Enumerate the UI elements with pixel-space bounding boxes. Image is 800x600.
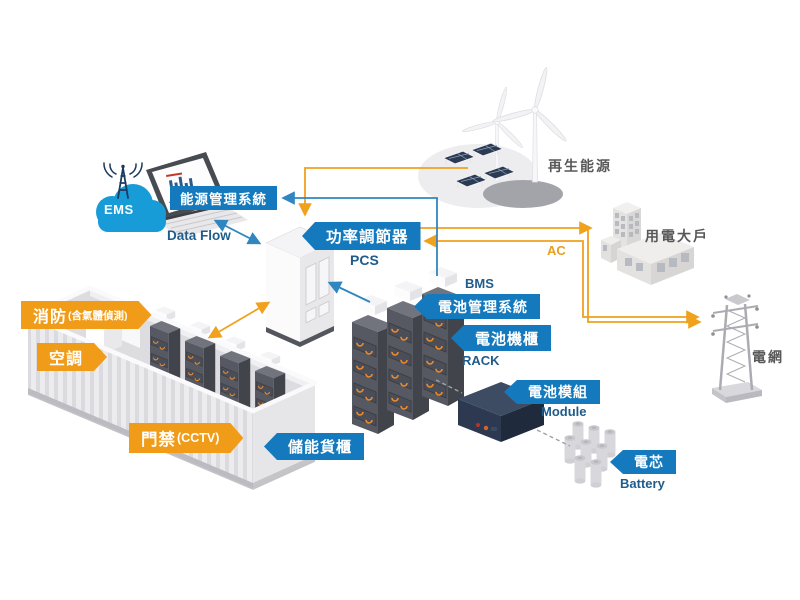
fire-protection-detail: (含氣體偵測): [68, 309, 128, 322]
pcs-badge: 功率調節器: [302, 222, 421, 250]
data-lines-blue: [213, 191, 438, 303]
module-abbr-label: Module: [541, 404, 587, 419]
fire-protection-badge: 消防(含氣體偵測): [21, 301, 152, 329]
access-control-badge: 門禁(CCTV): [129, 423, 243, 453]
battery-cells-icon: [564, 421, 616, 488]
ems-cloud-label: EMS: [104, 202, 134, 217]
container-badge: 儲能貨櫃: [264, 433, 365, 460]
turbine-shadow: [483, 180, 563, 208]
pcs-abbr-label: PCS: [350, 252, 379, 268]
bms-abbr-label: BMS: [465, 276, 494, 291]
bms-badge: 電池管理系統: [414, 294, 540, 319]
ems-cloud-icon: [96, 162, 166, 232]
module-badge: 電池模組: [504, 380, 600, 404]
consumer-label: 用電大戶: [645, 228, 709, 244]
data-flow-label: Data Flow: [167, 228, 231, 243]
battery-rack-icon: [351, 266, 465, 435]
access-control-detail: (CCTV): [177, 431, 220, 445]
grid-label: 電網: [752, 349, 784, 365]
rack-abbr-label: RACK: [462, 353, 500, 368]
ems-badge: 能源管理系統: [170, 186, 277, 210]
rack-badge: 電池機櫃: [451, 325, 552, 351]
ac-line-label: AC: [547, 243, 566, 258]
renewable-label: 再生能源: [548, 158, 612, 174]
hvac-badge: 空調: [37, 343, 107, 371]
renewable-energy-icon: [418, 66, 569, 208]
transmission-tower-icon: [711, 294, 762, 403]
breakdown-lines-dashed: [435, 379, 571, 447]
fire-protection-label: 消防: [33, 309, 68, 326]
access-control-label: 門禁: [141, 431, 176, 449]
cell-abbr-label: Battery: [620, 476, 665, 491]
antenna-icon: [103, 162, 143, 199]
cell-badge: 電芯: [610, 450, 676, 474]
